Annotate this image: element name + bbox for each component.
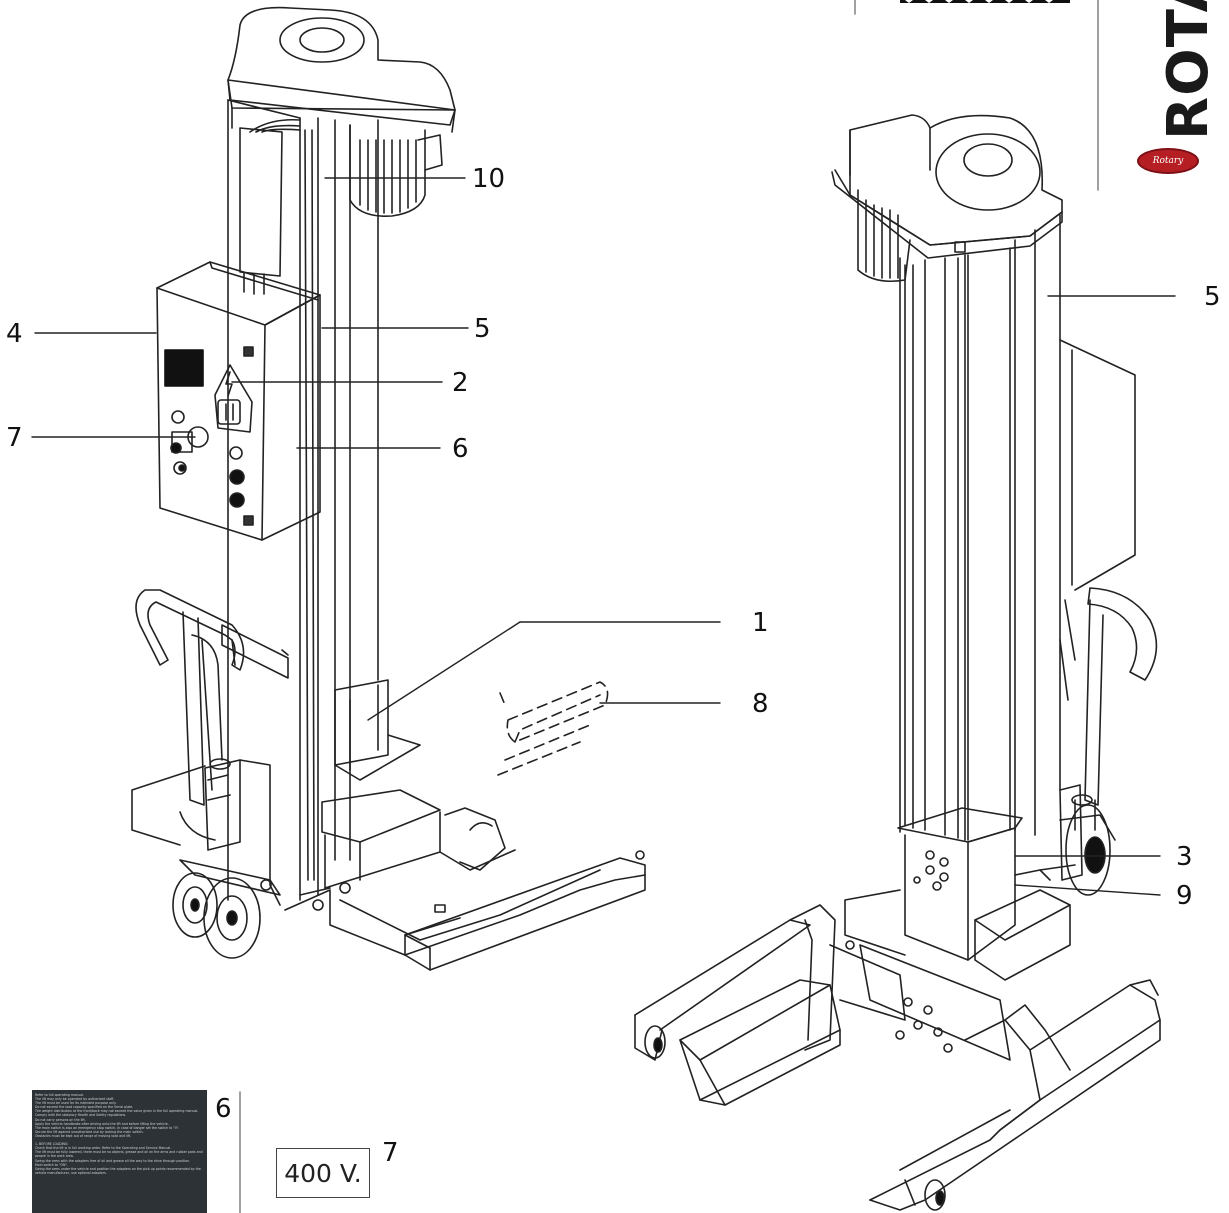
brand-wordmark: ROTA [1148,0,1229,145]
right-carriage [897,807,1023,843]
right-motor-cap [935,133,1041,211]
left-cable-duct [239,127,283,277]
voltage-sign: 400 V. [276,1148,370,1198]
left-motor-cover [227,6,456,111]
left-motor [349,124,426,217]
left-column-lift [131,6,646,971]
left-fork [284,874,646,956]
left-carriage [334,679,389,766]
callout-3: 3 [1176,842,1193,872]
right-motor-cover [849,114,1063,246]
right-leg-left [634,919,811,1031]
right-column [899,214,1061,841]
indicator-lamp [229,469,245,485]
left-lift-pad [321,789,441,843]
rotary-logo-text: Rotary [1152,156,1184,166]
left-hydraulic-pump [204,759,241,851]
brand-wordmark-text: ROTA [1156,0,1221,140]
left-motor-cap [279,17,365,63]
right-hydraulic-pump [1059,784,1083,881]
rotary-logo-badge: Rotary [1137,148,1199,174]
left-handle [135,589,245,671]
right-lift-pad [974,889,1071,941]
left-wheels [172,859,281,959]
callout-10: 10 [472,164,506,194]
callout-6-label: 6 [215,1094,232,1124]
callout-7-voltage: 7 [382,1138,399,1168]
callout-8: 8 [752,689,769,719]
hazard-stripe [900,0,1070,3]
callout-7-left: 7 [6,423,23,453]
callout-1: 1 [752,608,769,638]
safety-instruction-label: Refer to full operating manual. The lift… [32,1090,207,1213]
callout-leaders [31,177,1176,896]
safety-instruction-text: Refer to full operating manual. The lift… [35,1093,203,1175]
right-wheel [1059,804,1116,896]
callout-9: 9 [1176,881,1193,911]
right-control-box [1059,339,1136,591]
right-handle [1087,587,1158,681]
left-base-frame [131,759,281,906]
callout-5-right: 5 [1204,282,1221,312]
main-switch [214,364,253,433]
callout-6-left: 6 [452,434,469,464]
callout-4: 4 [6,319,23,349]
callout-5-left: 5 [474,314,491,344]
display-window [164,349,204,387]
adapter-outline [497,681,609,776]
right-base-frame [844,889,906,956]
callout-2: 2 [452,368,469,398]
right-column-lift [634,114,1161,1211]
voltage-text: 400 V. [284,1158,362,1188]
left-column [227,99,379,901]
